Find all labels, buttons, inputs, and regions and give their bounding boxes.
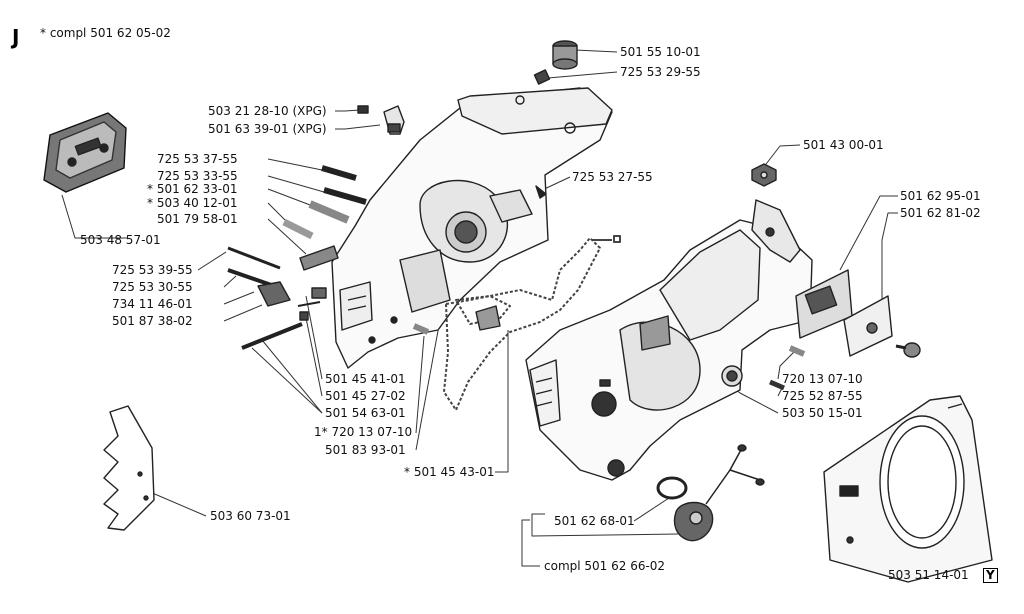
part-label: 725 53 27-55 (572, 170, 653, 184)
part-label: 501 54 63-01 (325, 406, 406, 420)
hex-nut (751, 163, 777, 187)
part-label: 501 63 39-01 (XPG) (208, 122, 327, 136)
part-label: 501 62 95-01 (900, 189, 981, 203)
part-label: 501 55 10-01 (620, 45, 701, 59)
section-letter: J (12, 25, 20, 49)
cover-plates (795, 269, 921, 358)
corner-mark: Y (983, 568, 998, 583)
screws-and-pins (227, 165, 367, 350)
part-label: 503 21 28-10 (XPG) (208, 104, 327, 118)
crankcase-gaskets (443, 235, 621, 411)
part-label: 1* 720 13 07-10 (314, 425, 413, 439)
part-label: 501 87 38-02 (112, 314, 193, 328)
xpg-parts (357, 105, 405, 135)
part-label: * 501 62 33-01 (147, 182, 238, 196)
part-label: 725 53 29-55 (620, 65, 701, 79)
part-label: 725 52 87-55 (782, 389, 863, 403)
crankcase-right-half (525, 199, 813, 481)
oil-filler-cap (533, 40, 578, 85)
part-label: 734 11 46-01 (112, 297, 193, 311)
part-label: 725 53 39-55 (112, 263, 193, 277)
part-label: 725 53 30-55 (112, 280, 193, 294)
gasket-insert (475, 305, 501, 331)
part-label: compl 501 62 66-02 (544, 559, 666, 573)
part-label: 501 62 68-01 (554, 514, 635, 528)
crankcase-left-half (331, 87, 613, 369)
part-label: 501 45 27-02 (325, 389, 406, 403)
part-label: 501 79 58-01 (157, 212, 238, 226)
part-label: 501 62 81-02 (900, 206, 981, 220)
leader-lines (61, 49, 898, 576)
part-label: 503 48 57-01 (80, 233, 161, 247)
header-note: * compl 501 62 05-02 (40, 26, 171, 40)
part-label: 725 53 33-55 (157, 169, 238, 183)
part-label: 725 53 37-55 (157, 152, 238, 166)
part-label: * 503 40 12-01 (147, 196, 238, 210)
part-label: 501 43 00-01 (803, 138, 884, 152)
dowel-pins (412, 323, 806, 391)
part-label: 503 51 14-01 (888, 568, 969, 582)
part-label: 501 45 41-01 (325, 372, 406, 386)
oil-seal-ring (656, 476, 688, 500)
part-label: 503 50 15-01 (782, 406, 863, 420)
part-label: 720 13 07-10 (782, 372, 863, 386)
part-label: * 501 45 43-01 (404, 465, 495, 479)
chain-guide-plate (43, 112, 127, 193)
part-label: 501 83 93-01 (325, 443, 406, 457)
part-label: 503 60 73-01 (210, 509, 291, 523)
oil-filter-assembly (673, 444, 765, 542)
bumper-spike (103, 405, 155, 531)
starter-housing (823, 395, 993, 583)
